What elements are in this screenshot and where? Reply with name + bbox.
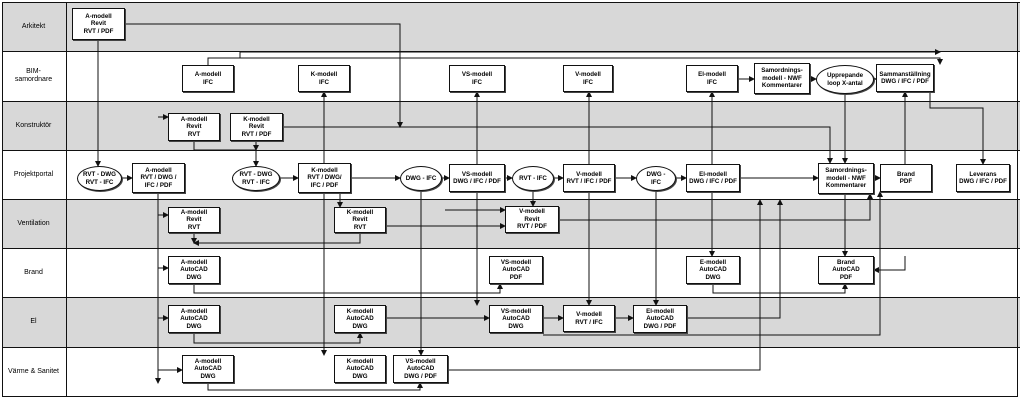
node-ven-vmodell: V-modell Revit RVT / PDF [505,206,559,233]
node-br-vsmodell: VS-modell AutoCAD PDF [489,256,543,284]
connector-52 [687,199,783,319]
node-bim-vsmodell: VS-modell IFC [449,65,505,92]
connector-10 [239,49,941,58]
connector-53 [543,191,883,336]
node-bim-upprepande: Upprepande loop X-antal [816,65,874,94]
connector-57 [125,23,403,128]
lane-label-arkitekt: Arkitekt [21,22,46,30]
lane-label-el: El [30,318,37,325]
connector-37 [712,283,848,294]
lane-label-projektportal: Projektportal [13,170,54,178]
node-kon-kmodell: K-modell Revit RVT / PDF [230,113,283,141]
node-ark-amodell: A-modell Revit RVT / PDF [72,8,125,40]
node-pp-vsmodell: VS-modell DWG / IFC / PDF [449,164,505,192]
connector-47 [559,193,873,221]
node-bim-samordning: Samordnings- modell - NWF Kommentarer [754,63,810,94]
node-pp-leverans: Leverans DWG / IFC / PDF [956,164,1010,192]
connector-11 [193,141,259,167]
connector-18 [193,233,361,246]
lane-label-bim: BIM- samordnare [14,68,53,83]
node-pp-vmodell: V-modell RVT / IFC / PDF [563,164,615,192]
node-vvs-amodell: A-modell AutoCAD DWG [182,355,234,383]
connector-54 [448,199,763,371]
node-kon-amodell: A-modell Revit RVT [168,113,220,141]
connector-21 [193,332,363,344]
node-br-emodell: E-modell AutoCAD DWG [686,256,740,284]
connector-20 [193,283,503,294]
lane-label-brand: Brand [24,268,43,276]
node-vvs-vsmodell: VS-modell AutoCAD DWG / PDF [393,355,448,383]
lane-label-divider [66,2,67,397]
connector-44 [873,256,906,273]
node-el-vsmodell: VS-modell AutoCAD DWG [489,305,543,333]
lane-label-ventilation: Ventilation [17,219,50,227]
connector-45 [929,92,986,165]
connector-13 [283,126,833,164]
connector-9 [207,57,943,65]
node-bim-sammanstallning: Sammanställning DWG / IFC / PDF [876,64,934,92]
node-vvs-kmodell: K-modell AutoCAD DWG [334,355,386,383]
node-el-vmodell: V-modell RVT / IFC [563,305,615,332]
node-pp-rvt-dwg-ifc: RVT - DWG RVT - IFC [77,166,122,191]
node-pp-dwg-ifc: DWG - IFC [400,166,442,191]
node-ven-amodell: A-modell Revit RVT [168,207,220,233]
node-pp-brand: Brand PDF [880,164,932,192]
node-el-kmodell: K-modell AutoCAD DWG [334,305,386,333]
node-el-amodell: A-modell AutoCAD DWG [168,305,220,333]
node-br-brandmodell: Brand AutoCAD PDF [818,256,874,284]
lane-vvs [2,347,1020,398]
lane-label-vvs: Värme & Sanitet [8,368,59,375]
node-pp-kmodell: K-modell RVT / DWG/ IFC / PDF [298,163,351,193]
connector-22 [207,382,423,391]
node-bim-kmodell: K-modell IFC [298,65,350,92]
node-bim-amodell: A-modell IFC [182,65,234,92]
node-pp-samordning: Samordnings- modell - NWF Kommentarer [818,163,874,194]
node-bim-elmodell: El-modell IFC [686,65,738,92]
node-pp-elmodell: El-modell DWG / IFC / PDF [686,164,740,192]
node-bim-vmodell: V-modell IFC [563,65,613,92]
node-br-amodell: A-modell AutoCAD DWG [168,256,220,284]
lane-label-konstruktor: Konstruktör [15,121,52,129]
node-pp-amodell: A-modell RVT / DWG / IFC / PDF [132,163,185,193]
node-pp-dwg-ifc2: DWG - IFC [636,166,676,191]
node-ven-kmodell: K-modell Revit RVT [334,207,386,233]
node-pp-rvt-dwg-ifc2: RVT - DWG RVT - IFC [232,166,280,191]
node-pp-rvt-ifc: RVT - IFC [512,166,554,191]
node-el-elmodell: El-modell AutoCAD DWG / PDF [633,305,687,333]
